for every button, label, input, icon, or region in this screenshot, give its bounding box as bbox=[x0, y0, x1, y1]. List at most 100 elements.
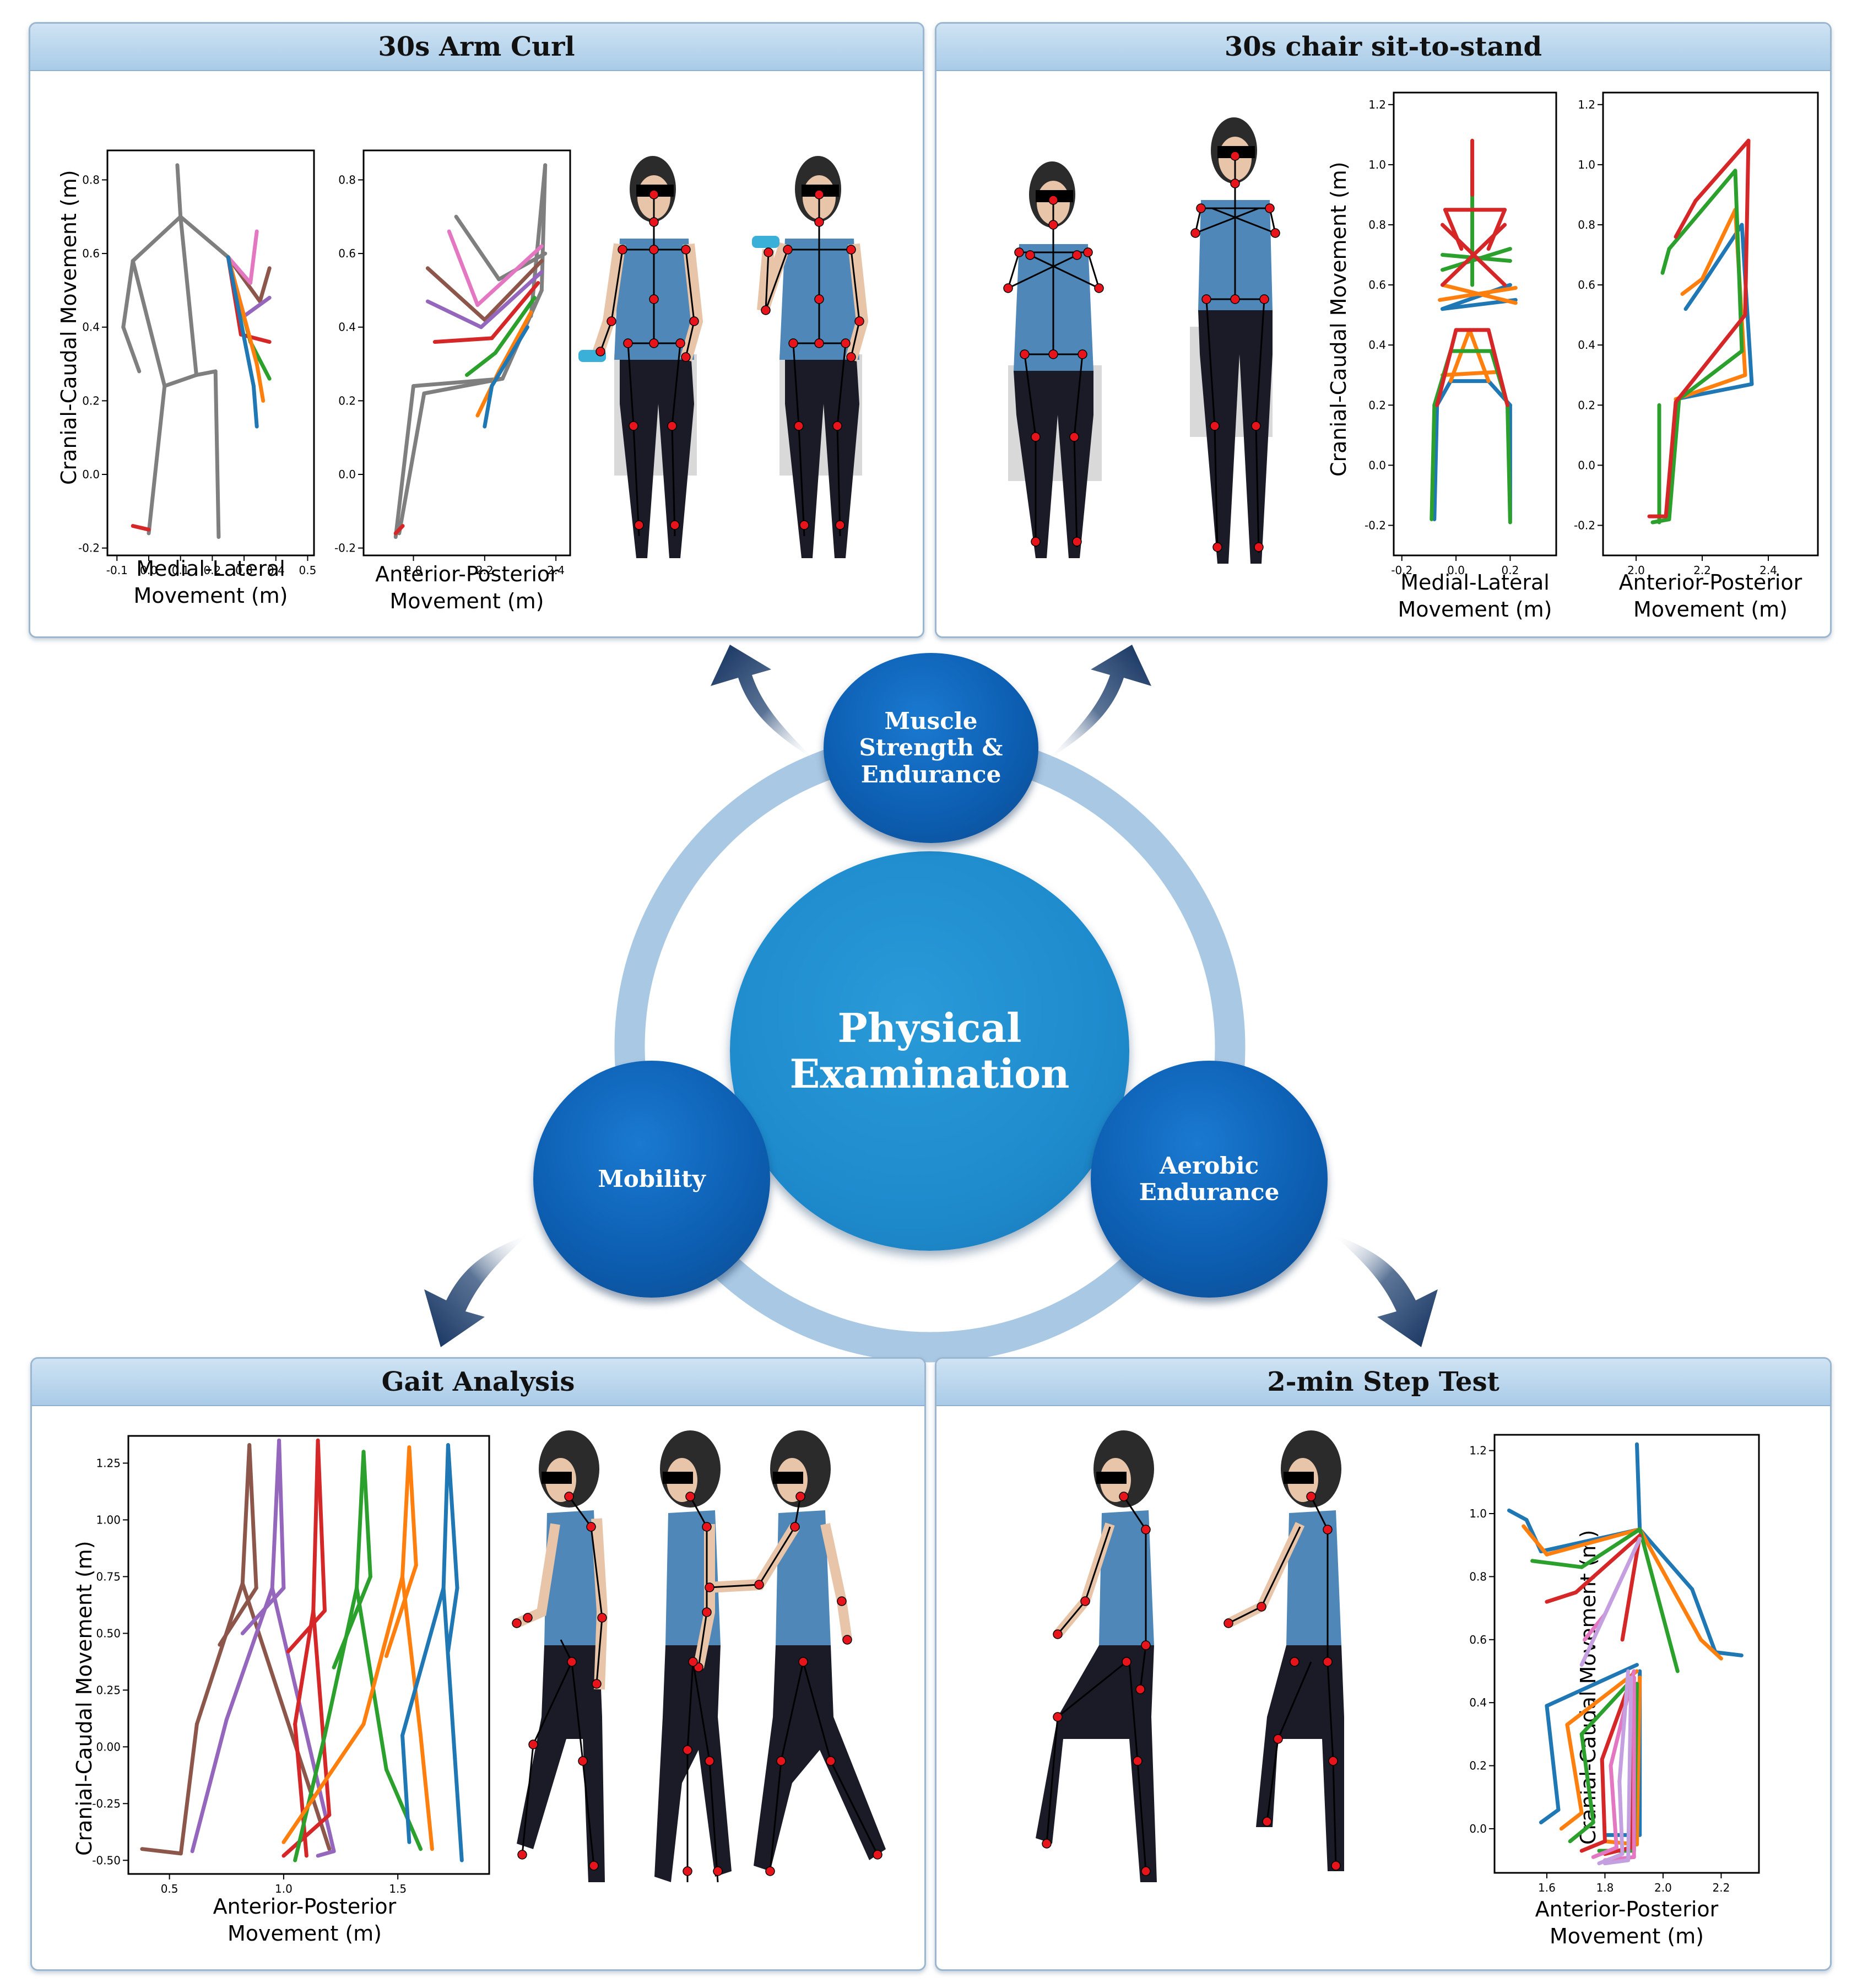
series-line bbox=[258, 266, 272, 304]
y-tick-label: 0.4 bbox=[82, 321, 100, 334]
series-line bbox=[242, 295, 272, 318]
x-tick-label: 0.1 bbox=[172, 564, 190, 577]
y-ticks: 0.00.20.40.60.81.01.2 bbox=[1469, 1444, 1495, 1835]
series-line bbox=[255, 362, 266, 403]
series-line bbox=[446, 1586, 459, 1654]
series-line bbox=[1468, 328, 1491, 383]
panel-title: Gait Analysis bbox=[381, 1366, 575, 1397]
series-line bbox=[1507, 1508, 1529, 1522]
y-tick-label: 0.4 bbox=[338, 321, 356, 334]
series bbox=[293, 1450, 423, 1862]
series bbox=[1507, 1442, 1744, 1837]
y-tick-label: 0.4 bbox=[1578, 338, 1595, 352]
series-line bbox=[1565, 1669, 1639, 1727]
series-line bbox=[493, 295, 537, 355]
series bbox=[1650, 169, 1744, 525]
series-group bbox=[1430, 138, 1518, 525]
series-line bbox=[393, 524, 405, 536]
series-line bbox=[251, 384, 259, 429]
series bbox=[393, 163, 548, 539]
series-line bbox=[447, 229, 480, 307]
series-line bbox=[400, 1733, 412, 1844]
plot-frame bbox=[106, 149, 315, 557]
series-line bbox=[1441, 370, 1499, 377]
y-tick-label: -0.2 bbox=[334, 542, 356, 555]
y-tick-label: 1.2 bbox=[1368, 98, 1386, 111]
x-tick-label: 2.0 bbox=[1627, 564, 1645, 577]
series-line bbox=[131, 524, 151, 532]
series-line bbox=[190, 1717, 229, 1854]
series-line bbox=[361, 1574, 404, 1726]
y-axis-label: Cranial-Caudal Movement (m) bbox=[1327, 161, 1351, 477]
x-tick-label: 2.4 bbox=[1759, 564, 1777, 577]
series-line bbox=[239, 332, 272, 344]
series-line bbox=[400, 1445, 412, 1579]
series-line bbox=[1568, 1820, 1595, 1844]
muscle-label-line1: Muscle bbox=[884, 707, 978, 735]
aerobic-endurance-circle[interactable]: Aerobic Endurance bbox=[1091, 1061, 1328, 1298]
y-ticks: -0.20.00.20.40.60.81.01.2 bbox=[1365, 98, 1394, 532]
series-line bbox=[361, 1450, 372, 1579]
series-line bbox=[422, 376, 505, 396]
x-tick-label: 1.6 bbox=[1538, 1881, 1556, 1894]
series-line bbox=[1545, 1704, 1561, 1812]
person-seated-arms-crossed bbox=[1003, 161, 1104, 558]
series-line bbox=[1677, 349, 1744, 401]
y-tick-label: 0.0 bbox=[338, 468, 356, 481]
x-axis-label-line2: Movement (m) bbox=[1398, 597, 1552, 622]
series-line bbox=[1700, 208, 1737, 281]
series-line bbox=[240, 1443, 252, 1586]
y-tick-label: 0.2 bbox=[1469, 1759, 1487, 1773]
x-tick-label: 1.8 bbox=[1596, 1881, 1614, 1894]
series-line bbox=[332, 1574, 372, 1670]
x-axis-label-line1: Medial-Lateral bbox=[1400, 570, 1550, 595]
gait-photo bbox=[512, 1430, 886, 1883]
series bbox=[393, 281, 540, 536]
series-line bbox=[1579, 1650, 1590, 1667]
y-tick-label: -0.25 bbox=[92, 1797, 121, 1810]
y-ticks: -0.50-0.250.000.250.500.751.001.25 bbox=[92, 1456, 128, 1867]
series-line bbox=[479, 270, 544, 329]
series-line bbox=[1506, 403, 1512, 525]
person-standing-arms-crossed bbox=[1190, 117, 1280, 564]
series-line bbox=[293, 1722, 308, 1858]
center-title-line2: Examination bbox=[789, 1050, 1070, 1097]
panel-title: 30s chair sit-to-stand bbox=[1224, 31, 1542, 62]
y-tick-label: 0.6 bbox=[1368, 278, 1386, 291]
series-line bbox=[226, 255, 256, 388]
plot-frame bbox=[1493, 1434, 1760, 1874]
mobility-circle[interactable]: Mobility bbox=[533, 1061, 770, 1298]
panel-sit-to-stand: 30s chair sit-to-stand bbox=[935, 22, 1832, 638]
series-line bbox=[1635, 1675, 1642, 1846]
x-tick-label: 2.0 bbox=[405, 564, 423, 577]
muscle-strength-circle[interactable]: Muscle Strength & Endurance bbox=[824, 653, 1038, 843]
physical-examination-circle[interactable]: Physical Examination bbox=[730, 851, 1129, 1251]
series-line bbox=[1432, 403, 1439, 521]
series-line bbox=[1674, 198, 1698, 239]
series-group bbox=[1647, 138, 1754, 525]
series-line bbox=[1591, 1845, 1618, 1859]
series-line bbox=[453, 1756, 464, 1862]
series-line bbox=[286, 1608, 327, 1654]
y-tick-label: -0.2 bbox=[1365, 518, 1386, 532]
series-line bbox=[1579, 1732, 1595, 1824]
x-axis-label-line1: Anterior-Posterior bbox=[375, 562, 559, 586]
x-tick-label: 1.0 bbox=[275, 1882, 293, 1895]
x-axis-label: Medial-Lateral Movement (m) bbox=[107, 555, 314, 610]
x-axis-label-line1: Anterior-Posterior bbox=[213, 1894, 397, 1919]
x-axis-label: Anterior-Posterior Movement (m) bbox=[1595, 569, 1826, 624]
series-line bbox=[194, 1581, 245, 1726]
series bbox=[1435, 138, 1509, 407]
aerobic-label-line2: Endurance bbox=[1139, 1179, 1280, 1206]
series-line bbox=[1545, 1663, 1639, 1708]
person-step-left bbox=[1036, 1430, 1157, 1882]
series bbox=[425, 270, 544, 329]
x-tick-label: 0.5 bbox=[299, 564, 317, 577]
series-line bbox=[281, 1813, 332, 1858]
x-tick-label: 0.5 bbox=[161, 1882, 178, 1895]
x-axis-label-line1: Medial-Lateral bbox=[136, 557, 285, 581]
